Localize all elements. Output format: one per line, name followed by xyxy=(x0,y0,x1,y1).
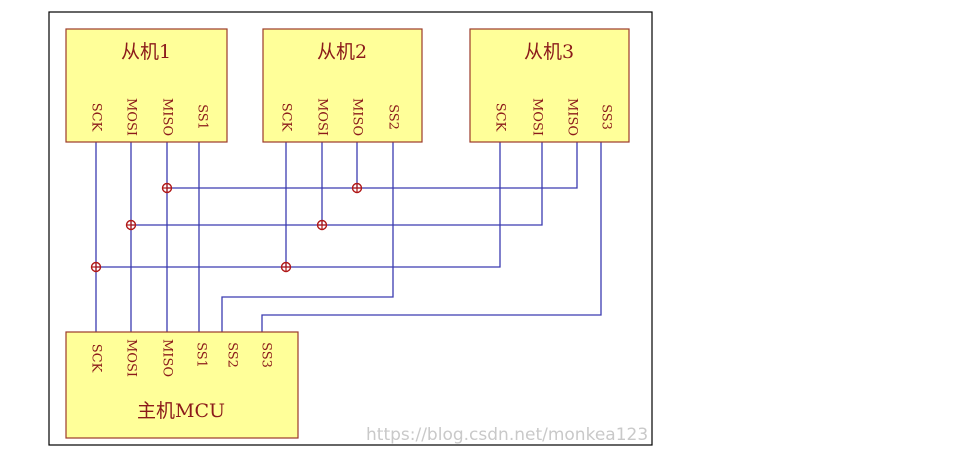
watermark-text: https://blog.csdn.net/monkea123 xyxy=(366,425,648,445)
wire-ss3 xyxy=(261,142,602,332)
junction-mosi-1 xyxy=(125,219,137,231)
slave-1-pin-sck: SCK xyxy=(89,103,104,132)
master-pin-sck: SCK xyxy=(89,344,104,373)
master-pin-mosi: MOSI xyxy=(124,339,139,377)
wire-sck-slave3 xyxy=(96,142,501,268)
slave-3-pin-mosi: MOSI xyxy=(530,98,545,136)
slave-1-title: 从机1 xyxy=(121,41,171,63)
slave-2-pin-ss2: SS2 xyxy=(386,104,401,130)
slave-2-pin-miso: MISO xyxy=(350,98,365,136)
wire-miso-slave3 xyxy=(167,142,578,189)
slave-3-pin-sck: SCK xyxy=(493,103,508,132)
junction-miso-1 xyxy=(161,182,173,194)
wire-ss2 xyxy=(221,142,394,332)
slave-2-pin-mosi: MOSI xyxy=(315,98,330,136)
slave-1-pin-mosi: MOSI xyxy=(124,98,139,136)
master-title: 主机MCU xyxy=(137,400,225,422)
junction-sck-1 xyxy=(90,261,102,273)
slave-2-title: 从机2 xyxy=(317,41,367,63)
master-pin-ss2: SS2 xyxy=(225,342,240,368)
master-pin-ss1: SS1 xyxy=(194,342,209,368)
slave-2-pin-sck: SCK xyxy=(279,103,294,132)
wires xyxy=(95,142,602,332)
slave-3-pin-miso: MISO xyxy=(565,98,580,136)
junctions xyxy=(90,182,363,273)
slave-1-pin-miso: MISO xyxy=(160,98,175,136)
slave-3-box: 从机3 SCK MOSI MISO SS3 xyxy=(469,28,630,143)
slave-1-box: 从机1 SCK MOSI MISO SS1 xyxy=(65,28,228,143)
junction-miso-2 xyxy=(351,182,363,194)
slave-3-pin-ss3: SS3 xyxy=(599,104,614,130)
junction-sck-2 xyxy=(280,261,292,273)
junction-mosi-2 xyxy=(316,219,328,231)
slave-3-title: 从机3 xyxy=(524,41,574,63)
slave-1-pin-ss1: SS1 xyxy=(195,104,210,130)
master-pin-ss3: SS3 xyxy=(259,342,274,368)
wire-mosi-slave3 xyxy=(131,142,543,226)
master-mcu-box: SCK MOSI MISO SS1 SS2 SS3 主机MCU xyxy=(65,331,299,439)
diagram-frame xyxy=(48,11,653,446)
master-pin-miso: MISO xyxy=(160,339,175,377)
slave-2-box: 从机2 SCK MOSI MISO SS2 xyxy=(262,28,423,143)
